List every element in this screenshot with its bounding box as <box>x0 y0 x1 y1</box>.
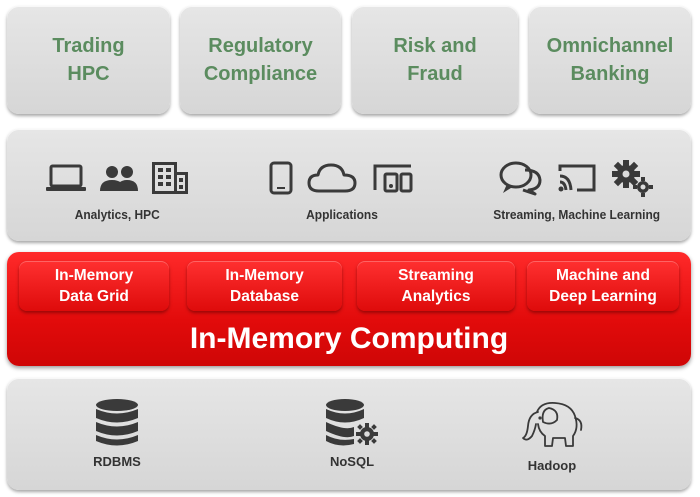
use-case-regulatory-compliance: Regulatory Compliance <box>180 6 341 114</box>
data-sources-band: RDBMS NoSQL <box>7 378 691 490</box>
database-gear-icon <box>326 399 378 446</box>
workload-label: Analytics, HPC <box>74 207 160 222</box>
data-source-nosql: NoSQL <box>302 378 402 490</box>
workload-streaming-ml: Streaming, Machine Learning <box>477 129 677 241</box>
data-source-label: Hadoop <box>527 458 577 473</box>
imc-component-label: In-Memory Database <box>225 267 304 305</box>
data-source-hadoop: Hadoop <box>502 378 602 490</box>
database-icon <box>96 399 138 446</box>
use-case-trading-hpc: Trading HPC <box>7 6 170 114</box>
data-source-rdbms: RDBMS <box>67 378 167 490</box>
imc-component-machine-deep-learning: Machine and Deep Learning <box>527 261 679 311</box>
use-case-label: Risk and Fraud <box>393 35 477 85</box>
in-memory-computing-band: In-Memory Data Grid In-Memory Database S… <box>7 252 691 366</box>
data-source-label: NoSQL <box>329 454 375 469</box>
imc-component-label: Streaming Analytics <box>398 267 474 305</box>
laptop-icon <box>46 164 86 191</box>
imc-component-database: In-Memory Database <box>187 261 342 311</box>
cast-icon <box>558 164 596 192</box>
imc-component-data-grid: In-Memory Data Grid <box>19 261 169 311</box>
workload-label: Applications <box>306 207 378 222</box>
workloads-band: Analytics, HPC Applications <box>7 129 691 241</box>
devices-icon <box>373 164 413 193</box>
cloud-icon <box>307 163 357 193</box>
imc-component-streaming-analytics: Streaming Analytics <box>357 261 515 311</box>
gears-icon <box>612 160 653 197</box>
chat-bubbles-icon <box>499 161 542 196</box>
data-source-label: RDBMS <box>93 454 141 469</box>
use-case-omnichannel-banking: Omnichannel Banking <box>529 6 691 114</box>
workload-applications: Applications <box>252 129 432 241</box>
building-icon <box>152 162 188 194</box>
imc-title: In-Memory Computing <box>189 322 509 355</box>
imc-component-label: In-Memory Data Grid <box>54 267 134 305</box>
workload-analytics-hpc: Analytics, HPC <box>37 129 197 241</box>
users-icon <box>100 166 138 191</box>
use-case-risk-and-fraud: Risk and Fraud <box>352 6 518 114</box>
elephant-icon <box>522 402 583 447</box>
use-case-label: Regulatory Compliance <box>203 35 318 85</box>
use-case-label: Omnichannel Banking <box>546 35 674 85</box>
smartphone-icon <box>269 161 293 195</box>
workload-label: Streaming, Machine Learning <box>493 207 661 222</box>
imc-component-label: Machine and Deep Learning <box>549 267 657 305</box>
use-case-label: Trading HPC <box>52 35 125 85</box>
